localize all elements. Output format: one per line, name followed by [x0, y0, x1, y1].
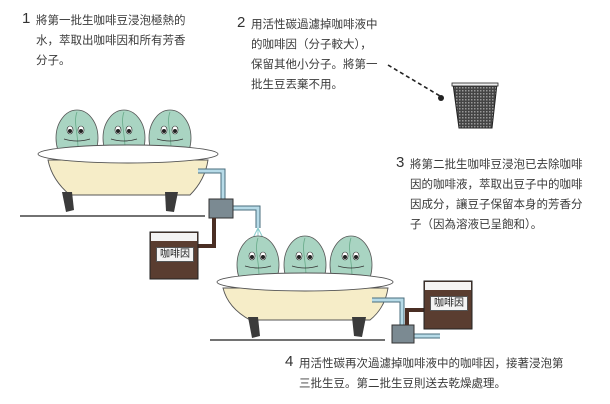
- trash-bin-icon: [451, 82, 499, 129]
- bathtub-1: [20, 109, 219, 217]
- step-text: 將第二批生咖啡豆浸泡已去除咖啡 因的咖啡液，萃取出豆子中的咖啡 因成分，讓豆子保…: [410, 157, 583, 231]
- caffeine-jar-label: 咖啡因: [156, 247, 194, 262]
- step-text: 用活性碳過濾掉咖啡液中 的咖啡因（分子較大）， 保留其他小分子。將第一 批生豆丟…: [251, 17, 378, 91]
- step-number: 4: [285, 353, 294, 370]
- pipe: [372, 297, 440, 339]
- step-number: 1: [22, 10, 31, 27]
- step-number: 2: [237, 14, 246, 31]
- bathtub-2: [210, 227, 394, 341]
- step-2: 2 用活性碳過濾掉咖啡液中 的咖啡因（分子較大）， 保留其他小分子。將第一 批生…: [237, 14, 407, 94]
- pipe: [405, 308, 425, 325]
- step-4: 4 用活性碳再次過濾掉咖啡液中的咖啡因，接著浸泡第 三批生豆。第二批生豆則送去乾…: [285, 353, 605, 393]
- discard-arrow: [387, 64, 444, 101]
- pipe: [198, 168, 261, 228]
- caffeine-jar-label: 咖啡因: [430, 296, 468, 311]
- step-text: 將第一批生咖啡豆浸泡極熱的 水，萃取出咖啡因和所有芳香 分子。: [36, 13, 186, 67]
- step-text: 用活性碳再次過濾掉咖啡液中的咖啡因，接著浸泡第 三批生豆。第二批生豆則送去乾燥處…: [299, 356, 564, 390]
- filter-icon: [391, 324, 415, 344]
- step-1: 1 將第一批生咖啡豆浸泡極熱的 水，萃取出咖啡因和所有芳香 分子。: [22, 10, 212, 70]
- step-3: 3 將第二批生咖啡豆浸泡已去除咖啡 因的咖啡液，萃取出豆子中的咖啡 因成分，讓豆…: [396, 154, 601, 234]
- step-number: 3: [396, 154, 405, 171]
- filter-icon: [208, 198, 234, 219]
- pipe: [198, 218, 216, 248]
